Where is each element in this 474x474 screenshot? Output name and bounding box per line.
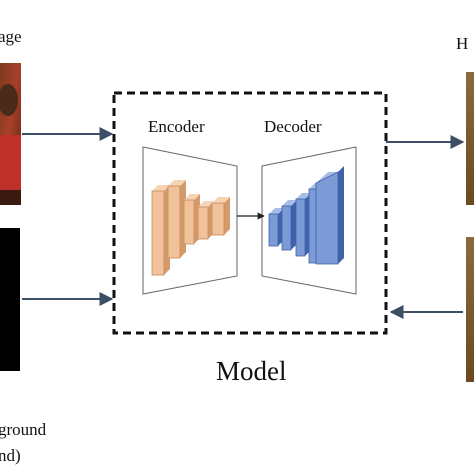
ground-truth-mask <box>0 228 20 371</box>
bottom-left-label-line1: ground <box>0 420 47 439</box>
encoder-block-1 <box>151 185 170 276</box>
face-shape <box>0 84 18 116</box>
decoder-block-2 <box>281 200 297 251</box>
red-shirt-shape <box>0 135 21 190</box>
encoder-label: Encoder <box>148 117 205 136</box>
top-right-label: H <box>456 34 469 53</box>
encoder-block-5 <box>211 197 230 236</box>
bottom-left-label-line2: nd) <box>0 446 21 465</box>
input-image <box>0 63 21 205</box>
decoder-trapezoid <box>261 146 357 295</box>
model-box <box>112 91 388 335</box>
output-image-bottom <box>466 237 474 382</box>
decoder-block-5 <box>315 166 344 265</box>
decoder-label: Decoder <box>264 117 322 136</box>
decoder-blocks <box>268 166 344 265</box>
encoder-block-2 <box>167 180 186 259</box>
model-label: Model <box>216 356 287 386</box>
top-left-label: age <box>0 27 22 46</box>
encoder-trapezoid <box>142 146 238 295</box>
encoder-blocks <box>151 180 230 276</box>
output-image-top <box>466 72 474 205</box>
